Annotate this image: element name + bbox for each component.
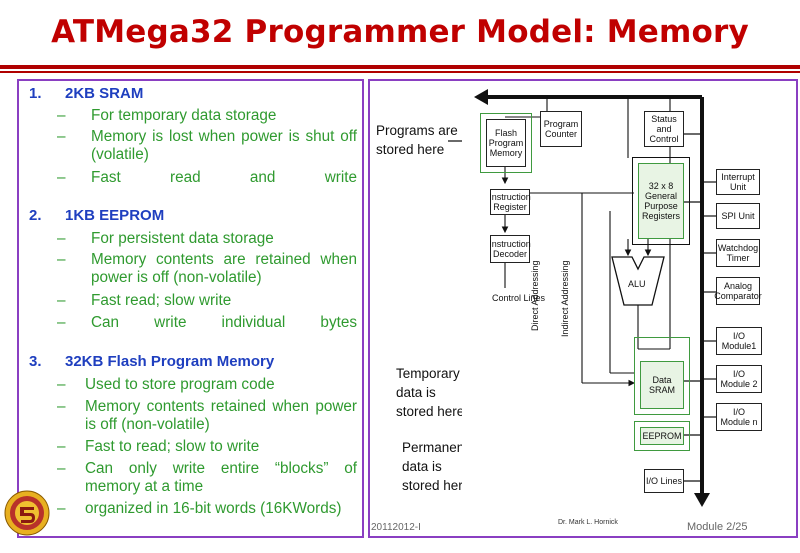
- io-module-2-block: I/O Module 2: [716, 365, 762, 393]
- indirect-addressing-label: Indirect Addressing: [560, 260, 570, 337]
- university-seal-logo: [4, 490, 50, 536]
- io-lines-block: I/O Lines: [644, 469, 684, 493]
- flash-highlight-frame: [480, 113, 532, 173]
- bullet-item: –Memory is lost when power is shut off (…: [57, 128, 357, 163]
- bullet-item: –Can write individual bytes: [57, 314, 357, 331]
- bullet-item: –Can only write entire “blocks” of memor…: [57, 460, 357, 495]
- architecture-diagram-panel: Programs are stored here Temporary data …: [368, 79, 798, 538]
- slide-title: ATMega32 Programmer Model: Memory: [51, 14, 749, 50]
- avr-block-diagram: Flash Program Memory Program Counter Sta…: [462, 83, 788, 535]
- bullet-item: –Memory contents are retained when power…: [57, 251, 357, 286]
- bullet-item: –Fast read and write: [57, 169, 357, 186]
- analog-comparator-block: Analog Comparator: [714, 277, 762, 305]
- title-rule-thick: [0, 65, 800, 69]
- section-sram-heading: 1.2KB SRAM: [29, 85, 144, 102]
- annotation-permanent: Permanent data is stored here: [402, 440, 471, 493]
- annotation-temporary: Temporary data is stored here: [396, 366, 465, 419]
- io-module-n-block: I/O Module n: [716, 403, 762, 431]
- control-lines-label: Control Lines: [492, 293, 546, 303]
- section-eeprom-heading: 2.1KB EEPROM: [29, 207, 165, 224]
- bullet-item: –For persistent data storage: [57, 230, 274, 247]
- watchdog-timer-block: Watchdog Timer: [716, 239, 760, 267]
- annotation-programs: Programs are stored here: [376, 123, 458, 157]
- footer-slide-number: Module 2/25: [687, 521, 748, 533]
- bullet-item: –For temporary data storage: [57, 107, 277, 124]
- eeprom-block: EEPROM: [640, 427, 684, 445]
- bullet-item: –organized in 16-bit words (16KWords): [57, 500, 342, 517]
- data-sram-block: Data SRAM: [640, 361, 684, 409]
- sram-highlight-frame: [634, 337, 690, 415]
- direct-addressing-label: Direct Addressing: [530, 260, 540, 331]
- alu-shape: [611, 256, 665, 306]
- diagram-buses: [474, 89, 716, 507]
- bullet-item: –Used to store program code: [57, 376, 275, 393]
- instruction-register-block: Instruction Register: [489, 189, 531, 215]
- status-control-block: Status and Control: [644, 111, 684, 147]
- bullet-item: –Fast to read; slow to write: [57, 438, 260, 455]
- memory-text-panel: 1.2KB SRAM –For temporary data storage –…: [17, 79, 364, 538]
- interrupt-unit-block: Interrupt Unit: [716, 169, 760, 195]
- spi-unit-block: SPI Unit: [716, 203, 760, 229]
- alu-label: ALU: [628, 279, 646, 289]
- bullet-item: –Fast read; slow write: [57, 292, 232, 309]
- section-flash-heading: 3.32KB Flash Program Memory: [29, 353, 275, 370]
- eeprom-highlight-frame: [634, 421, 690, 451]
- flash-program-memory-block: Flash Program Memory: [486, 119, 526, 167]
- bullet-item: –Memory contents retained when power is …: [57, 398, 357, 433]
- general-purpose-registers-block: 32 x 8 General Purpose Registers: [638, 163, 684, 239]
- registers-frame: [632, 157, 690, 245]
- program-counter-block: Program Counter: [540, 111, 582, 147]
- footer-author: Dr. Mark L. Hornick: [558, 519, 618, 526]
- io-module-1-block: I/O Module1: [716, 327, 762, 355]
- instruction-decoder-block: Instruction Decoder: [489, 235, 531, 263]
- title-rule-thin: [0, 71, 800, 73]
- footer-course-code: 20112012-I: [371, 522, 421, 533]
